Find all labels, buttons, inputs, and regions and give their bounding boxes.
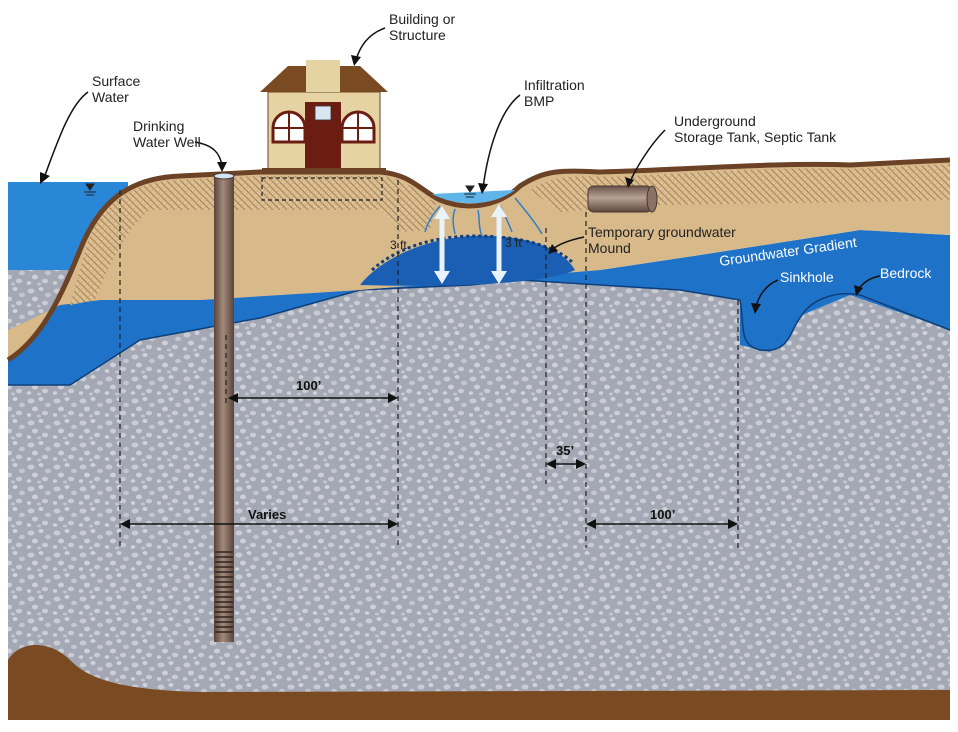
mound-dashed-top <box>371 234 574 272</box>
underground-tank-label-2: Storage Tank, Septic Tank <box>674 129 837 145</box>
ground-surface-line <box>6 157 951 363</box>
underground-storage-tank <box>587 185 658 213</box>
building-label-1: Building or <box>389 11 455 27</box>
drinking-water-well <box>213 172 235 642</box>
groundwater-band <box>8 230 950 385</box>
infiltration-bmp-label-2: BMP <box>524 93 554 109</box>
building-label-2: Structure <box>389 27 446 43</box>
bedrock-surface-line <box>8 279 951 386</box>
dimension-varies: Varies <box>248 507 286 522</box>
drinking-water-well-label-2: Water Well <box>133 134 201 150</box>
bedrock-layer <box>8 270 950 720</box>
dimension-arrows <box>120 393 738 529</box>
temporary-mound-label-1: Temporary groundwater <box>588 224 736 240</box>
building <box>260 60 388 201</box>
dimension-tank-to-sinkhole: 100’ <box>650 507 675 522</box>
gradient-arrows <box>684 236 911 271</box>
water-table-symbols <box>84 183 476 198</box>
dimension-bmp-to-tank: 35’ <box>556 443 574 458</box>
callout-leaders <box>40 27 881 314</box>
bottom-soil-layer <box>8 645 950 720</box>
separation-right-label: 3 ft <box>505 236 522 250</box>
dimension-well-to-bmp: 100’ <box>296 378 321 393</box>
surface-water-label-1: Surface <box>92 73 140 89</box>
groundwater-mound <box>360 235 575 286</box>
underground-tank-label-1: Underground <box>674 113 756 129</box>
drinking-water-well-label-1: Drinking <box>133 118 184 134</box>
separation-left-label: 3 ft <box>390 238 407 252</box>
sinkhole-label: Sinkhole <box>780 269 834 285</box>
separation-arrows <box>434 204 507 284</box>
bedrock-label: Bedrock <box>880 265 932 281</box>
temporary-mound-label-2: Mound <box>588 240 631 256</box>
infiltration-bmp-label-1: Infiltration <box>524 77 585 93</box>
topsoil-hatch-left <box>70 176 436 305</box>
surface-water-label-2: Water <box>92 89 129 105</box>
setback-reference-lines <box>119 180 739 548</box>
sinkhole-pocket <box>740 292 830 351</box>
